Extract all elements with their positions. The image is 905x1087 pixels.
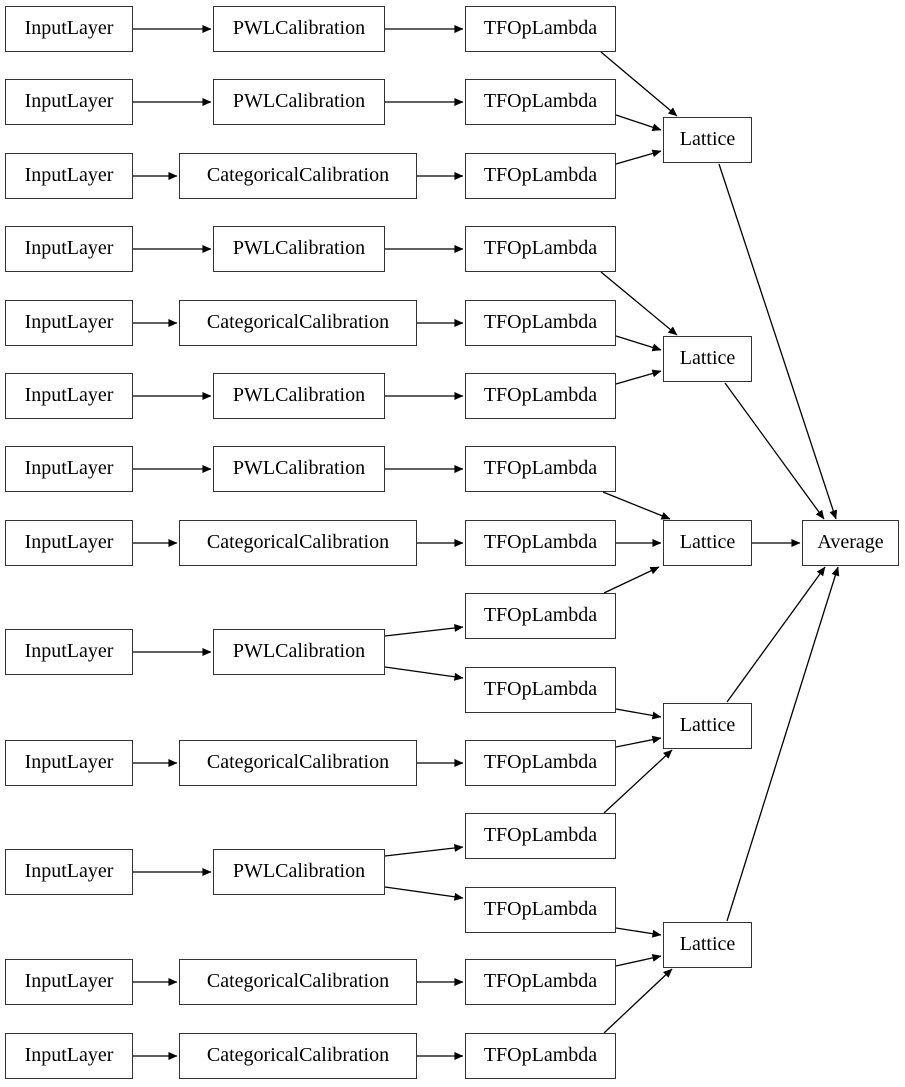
edge-pwl-6-tfop-9 [384,624,464,637]
node-categorical-calibration-3: CategoricalCalibration [179,520,417,566]
node-tfop-lambda-6: TFOpLambda [465,373,616,419]
node-input-layer-7: InputLayer [5,446,133,492]
node-input-layer-4: InputLayer [5,226,133,272]
node-pwl-calibration-5: PWLCalibration [213,446,385,492]
edge-pwl-6-tfop-10 [384,666,464,681]
node-lattice-2: Lattice [663,336,752,382]
node-tfop-lambda-13: TFOpLambda [465,887,616,933]
edge-tfop-5-lattice-2 [615,335,662,352]
node-average: Average [802,520,899,566]
node-categorical-calibration-1: CategoricalCalibration [179,153,417,199]
node-input-layer-10: InputLayer [5,740,133,786]
node-categorical-calibration-4: CategoricalCalibration [179,740,417,786]
node-pwl-calibration-7: PWLCalibration [213,849,385,895]
node-lattice-1: Lattice [663,117,752,163]
edge-tfop-11-lattice-4 [615,735,662,748]
node-lattice-5: Lattice [663,922,752,968]
node-input-layer-8: InputLayer [5,520,133,566]
node-tfop-lambda-3: TFOpLambda [465,153,616,199]
node-pwl-calibration-3: PWLCalibration [213,226,385,272]
node-tfop-lambda-8: TFOpLambda [465,520,616,566]
edge-tfop-14-lattice-5 [615,953,662,967]
edge-tfop-3-lattice-1 [615,149,662,165]
edge-tfop-10-lattice-4 [615,708,662,720]
edge-lattice-2-average [724,382,825,520]
node-input-layer-2: InputLayer [5,79,133,125]
node-input-layer-3: InputLayer [5,153,133,199]
node-tfop-lambda-1: TFOpLambda [465,6,616,52]
node-tfop-lambda-2: TFOpLambda [465,79,616,125]
node-pwl-calibration-4: PWLCalibration [213,373,385,419]
edge-tfop-13-lattice-5 [615,927,662,938]
node-tfop-lambda-11: TFOpLambda [465,740,616,786]
node-input-layer-13: InputLayer [5,1033,133,1079]
node-tfop-lambda-15: TFOpLambda [465,1033,616,1079]
node-input-layer-1: InputLayer [5,6,133,52]
edge-pwl-7-tfop-12 [384,844,464,857]
node-tfop-lambda-9: TFOpLambda [465,593,616,639]
node-lattice-4: Lattice [663,703,752,749]
edge-tfop-4-lattice-2 [600,271,678,336]
edge-tfop-9-lattice-3 [603,566,660,594]
node-input-layer-12: InputLayer [5,959,133,1005]
edge-tfop-7-lattice-3 [602,491,671,520]
node-tfop-lambda-10: TFOpLambda [465,667,616,713]
edge-tfop-6-lattice-2 [615,369,662,385]
edge-tfop-2-lattice-1 [615,114,662,132]
node-categorical-calibration-6: CategoricalCalibration [179,1033,417,1079]
node-lattice-3: Lattice [663,520,752,566]
edge-tfop-15-lattice-5 [603,968,673,1034]
node-tfop-lambda-12: TFOpLambda [465,813,616,859]
node-categorical-calibration-5: CategoricalCalibration [179,959,417,1005]
edge-lattice-4-average [726,566,826,703]
edge-lattice-1-average [718,163,838,520]
node-input-layer-11: InputLayer [5,849,133,895]
edge-lattice-5-average [726,566,840,922]
node-tfop-lambda-14: TFOpLambda [465,959,616,1005]
edge-pwl-7-tfop-13 [384,886,464,901]
node-input-layer-6: InputLayer [5,373,133,419]
node-tfop-lambda-4: TFOpLambda [465,226,616,272]
node-pwl-calibration-2: PWLCalibration [213,79,385,125]
node-tfop-lambda-5: TFOpLambda [465,300,616,346]
edge-tfop-12-lattice-4 [603,749,673,814]
node-tfop-lambda-7: TFOpLambda [465,446,616,492]
node-pwl-calibration-1: PWLCalibration [213,6,385,52]
node-categorical-calibration-2: CategoricalCalibration [179,300,417,346]
node-pwl-calibration-6: PWLCalibration [213,629,385,675]
node-input-layer-5: InputLayer [5,300,133,346]
edge-tfop-1-lattice-1 [600,51,678,117]
node-input-layer-9: InputLayer [5,629,133,675]
